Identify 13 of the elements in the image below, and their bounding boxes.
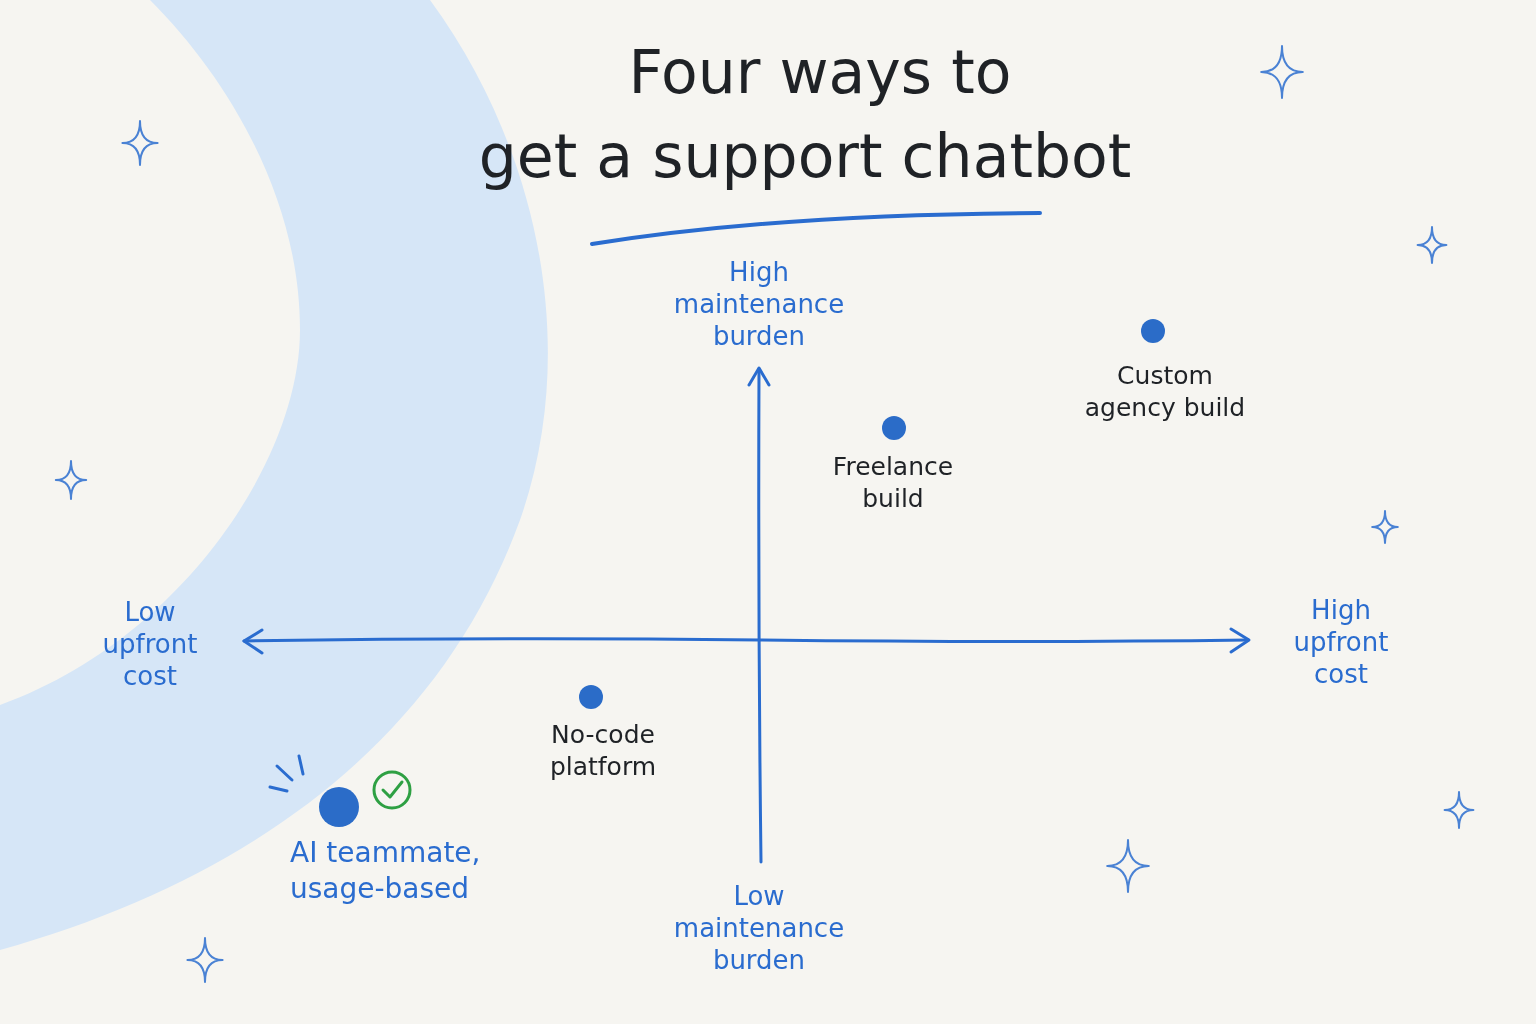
point-label: AI teammate, usage-based xyxy=(290,835,482,907)
point-label: No-code platform xyxy=(548,719,658,783)
axis-label: Low upfront cost xyxy=(101,596,199,692)
title: Four ways to get a support chatbot xyxy=(477,36,1133,193)
data-point xyxy=(882,416,906,440)
point-label: Custom agency build xyxy=(1083,360,1247,424)
axis-label: Low maintenance burden xyxy=(672,880,846,976)
axis-label: High maintenance burden xyxy=(672,256,846,352)
point-label: Freelance build xyxy=(831,451,955,515)
data-point xyxy=(1141,319,1165,343)
axis-label: High upfront cost xyxy=(1292,594,1390,690)
data-point xyxy=(579,685,603,709)
data-point xyxy=(319,787,359,827)
